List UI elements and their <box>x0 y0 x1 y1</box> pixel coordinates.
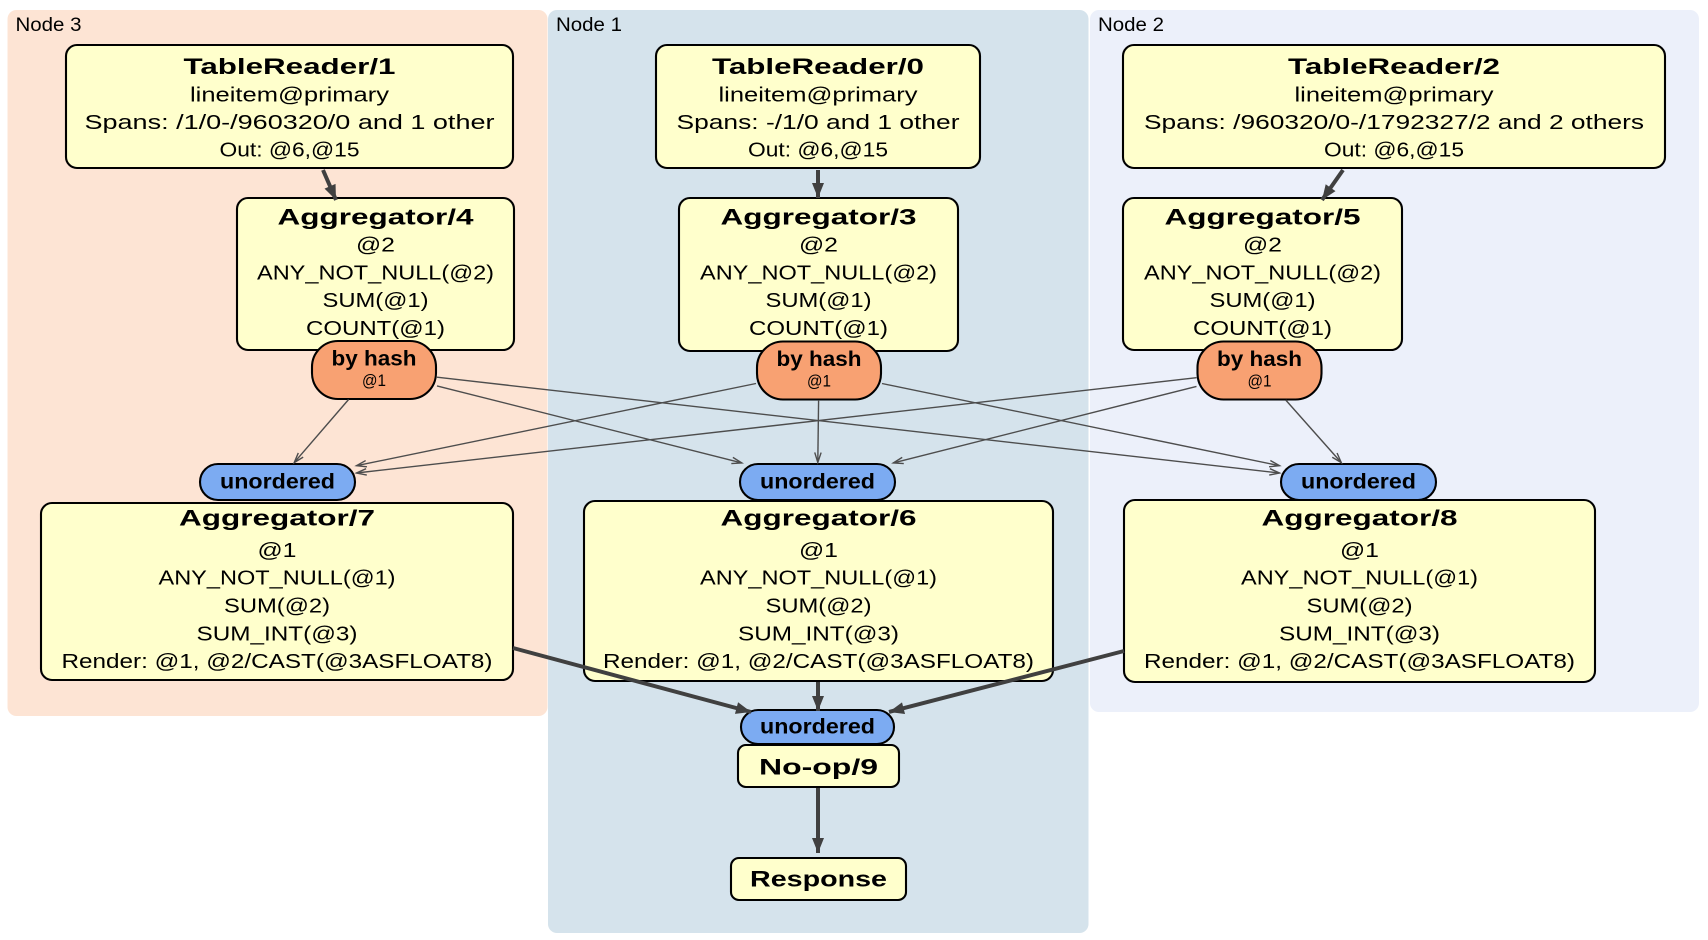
svg-text:Aggregator/7: Aggregator/7 <box>179 506 375 531</box>
svg-text:Out: @6,@15: Out: @6,@15 <box>220 140 360 162</box>
svg-text:by hash: by hash <box>777 348 862 371</box>
svg-text:Aggregator/8: Aggregator/8 <box>1262 506 1458 531</box>
svg-text:Aggregator/5: Aggregator/5 <box>1165 205 1361 230</box>
svg-text:Render: @1, @2/CAST(@3ASFLOAT8: Render: @1, @2/CAST(@3ASFLOAT8) <box>603 651 1034 673</box>
svg-text:SUM_INT(@3): SUM_INT(@3) <box>1279 624 1440 646</box>
svg-text:@1: @1 <box>362 371 386 390</box>
svg-text:Node 2: Node 2 <box>1098 15 1164 36</box>
svg-text:unordered: unordered <box>760 471 875 494</box>
svg-text:SUM(@1): SUM(@1) <box>1210 290 1316 312</box>
svg-text:Aggregator/3: Aggregator/3 <box>721 205 917 230</box>
svg-text:ANY_NOT_NULL(@2): ANY_NOT_NULL(@2) <box>700 263 937 285</box>
svg-text:@1: @1 <box>1340 540 1379 562</box>
svg-text:TableReader/0: TableReader/0 <box>712 54 924 79</box>
svg-text:No-op/9: No-op/9 <box>759 755 878 780</box>
svg-text:@1: @1 <box>807 372 831 391</box>
svg-text:@1: @1 <box>258 540 297 562</box>
svg-text:Out: @6,@15: Out: @6,@15 <box>1324 140 1464 162</box>
svg-text:ANY_NOT_NULL(@1): ANY_NOT_NULL(@1) <box>1241 568 1478 590</box>
svg-text:Spans: /1/0-/960320/0 and 1 ot: Spans: /1/0-/960320/0 and 1 other <box>85 112 495 134</box>
svg-text:Node 1: Node 1 <box>556 15 622 36</box>
svg-text:@2: @2 <box>356 235 395 257</box>
svg-text:Aggregator/4: Aggregator/4 <box>278 205 475 230</box>
svg-text:COUNT(@1): COUNT(@1) <box>1193 318 1332 340</box>
svg-text:@2: @2 <box>799 235 838 257</box>
svg-text:SUM_INT(@3): SUM_INT(@3) <box>197 624 358 646</box>
svg-text:Spans: /960320/0-/1792327/2 an: Spans: /960320/0-/1792327/2 and 2 others <box>1144 112 1644 134</box>
svg-text:Spans: -/1/0 and 1 other: Spans: -/1/0 and 1 other <box>677 112 960 134</box>
svg-text:Out: @6,@15: Out: @6,@15 <box>748 140 888 162</box>
svg-text:Render: @1, @2/CAST(@3ASFLOAT8: Render: @1, @2/CAST(@3ASFLOAT8) <box>62 651 493 673</box>
svg-text:SUM(@2): SUM(@2) <box>766 596 872 618</box>
svg-text:@1: @1 <box>799 540 838 562</box>
svg-text:ANY_NOT_NULL(@1): ANY_NOT_NULL(@1) <box>159 568 396 590</box>
svg-text:@2: @2 <box>1243 235 1282 257</box>
svg-text:by hash: by hash <box>332 348 417 371</box>
svg-text:Node 3: Node 3 <box>16 15 82 36</box>
svg-text:TableReader/1: TableReader/1 <box>184 54 396 79</box>
svg-text:unordered: unordered <box>760 716 875 739</box>
svg-text:COUNT(@1): COUNT(@1) <box>306 318 445 340</box>
svg-text:ANY_NOT_NULL(@1): ANY_NOT_NULL(@1) <box>700 568 937 590</box>
svg-text:COUNT(@1): COUNT(@1) <box>749 318 888 340</box>
svg-text:SUM_INT(@3): SUM_INT(@3) <box>738 624 899 646</box>
svg-text:Response: Response <box>750 867 887 892</box>
svg-text:by hash: by hash <box>1217 348 1302 371</box>
svg-text:SUM(@1): SUM(@1) <box>323 290 429 312</box>
svg-text:unordered: unordered <box>1301 471 1416 494</box>
svg-text:Aggregator/6: Aggregator/6 <box>721 506 917 531</box>
svg-text:@1: @1 <box>1248 372 1272 391</box>
svg-text:TableReader/2: TableReader/2 <box>1288 54 1500 79</box>
svg-text:SUM(@2): SUM(@2) <box>1307 596 1413 618</box>
svg-text:SUM(@2): SUM(@2) <box>224 596 330 618</box>
svg-text:ANY_NOT_NULL(@2): ANY_NOT_NULL(@2) <box>1144 263 1381 285</box>
svg-text:ANY_NOT_NULL(@2): ANY_NOT_NULL(@2) <box>257 263 494 285</box>
svg-text:lineitem@primary: lineitem@primary <box>190 85 389 107</box>
svg-text:lineitem@primary: lineitem@primary <box>719 85 918 107</box>
svg-text:Render: @1, @2/CAST(@3ASFLOAT8: Render: @1, @2/CAST(@3ASFLOAT8) <box>1144 651 1575 673</box>
svg-text:lineitem@primary: lineitem@primary <box>1295 85 1494 107</box>
svg-text:SUM(@1): SUM(@1) <box>766 290 872 312</box>
svg-text:unordered: unordered <box>220 471 335 494</box>
